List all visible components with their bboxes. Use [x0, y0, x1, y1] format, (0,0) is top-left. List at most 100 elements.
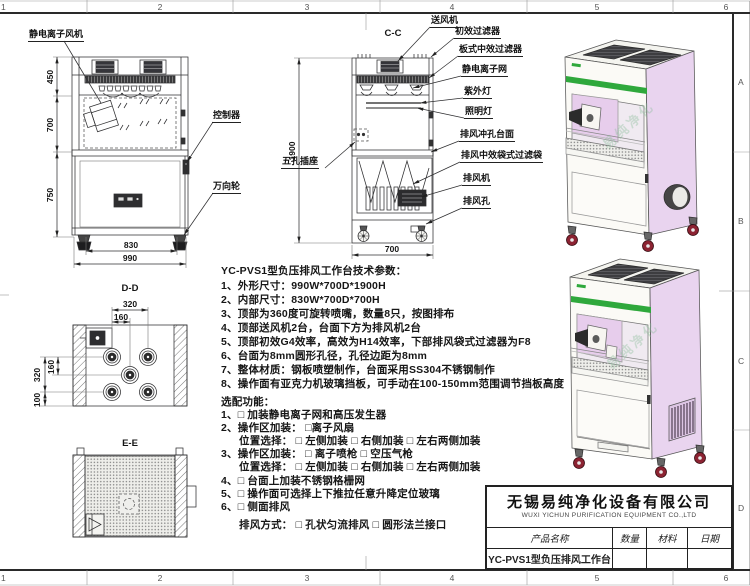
logo-mark — [576, 284, 586, 289]
spec-line: 8、操作面有亚克力机玻璃挡板，可手动在100-150mm范围调节挡板高度 — [221, 378, 565, 390]
interior-nozzle-icon — [569, 103, 602, 131]
spec-option: 排风方式： □ 孔状匀流排风 □ 圆形法兰接口 — [239, 519, 447, 531]
spec-line: 3、顶部为360度可旋转喷嘴，数量8只，按图排布 — [221, 308, 455, 320]
zone-side-d: D — [738, 503, 745, 513]
label-bag-filter: 排风中效袋式过滤袋 — [460, 150, 544, 163]
zone-top-1: 1 — [1, 2, 6, 12]
exhaust-fan-icon — [397, 189, 427, 207]
top-grille-icon — [582, 44, 646, 60]
nozzle-row — [98, 85, 162, 98]
spec-line: 1、外形尺寸：990W*700D*1900H — [221, 280, 386, 292]
dimensions: 450 700 750 830 990 1900 700 320 160 320… — [32, 56, 434, 407]
zone-top-2: 2 — [157, 2, 163, 12]
brand-stripe — [566, 76, 647, 94]
ee-fan-box — [85, 513, 105, 536]
spec-option: 4、□ 台面上加装不锈钢格栅网 — [221, 475, 366, 487]
top-grille-icon — [623, 268, 685, 285]
ee-center-port — [118, 493, 140, 515]
spec-line: 6、台面为8mm圆形孔径，孔径边距为8mm — [221, 350, 428, 362]
cc-table-top — [351, 149, 434, 157]
zone-top-5: 5 — [594, 2, 600, 12]
spec-line: 4、顶部送风机2台，台面下方为排风机2台 — [221, 322, 422, 334]
table-top — [71, 149, 189, 157]
company-name-cn: 无锡易纯净化设备有限公司 — [506, 494, 711, 511]
spec-title: YC-PVS1型负压排风工作台技术参数： — [221, 265, 407, 277]
dim-1900: 1900 — [287, 141, 297, 160]
qty-cell — [612, 548, 646, 568]
zone-bottom-4: 4 — [449, 573, 455, 583]
dim-750: 750 — [45, 188, 55, 202]
spec-line: 2、内部尺寸：830W*700D*700H — [221, 294, 380, 306]
cc-inlet-ticks — [357, 54, 427, 58]
iso-view-bottom: 易纯净化 — [569, 258, 706, 478]
socket-icon — [353, 128, 369, 142]
label-controller: 控制器 — [212, 110, 242, 123]
brand-stripe — [571, 296, 651, 313]
section-view-dd — [72, 324, 188, 407]
spec-line: 7、整体材质：钢板喷塑制作，台面采用SS304不锈钢制作 — [221, 364, 495, 376]
dim-830: 830 — [124, 240, 138, 250]
dim-dd-100-left: 100 — [32, 393, 42, 407]
controller-box-icon — [182, 159, 190, 175]
spec-line: 5、顶部初效G4效率，高效为H14效率，下部排风袋式过滤器为F8 — [221, 336, 531, 348]
control-panel-icon — [113, 193, 143, 208]
spec-options-title: 选配功能： — [221, 396, 275, 408]
cc-caster-left — [357, 225, 370, 242]
zone-top-6: 6 — [723, 2, 729, 12]
spec-option: 位置选择： □ 左侧加装 □ 右侧加装 □ 左右两侧加装 — [239, 461, 481, 473]
cc-nozzles — [359, 84, 424, 96]
label-uv-lamp: 紫外灯 — [463, 86, 493, 99]
view-title-ee: E-E — [122, 438, 138, 449]
top-grille-icon — [587, 263, 649, 280]
dim-450: 450 — [45, 70, 55, 84]
caster-3d-icons — [573, 444, 706, 478]
dim-990: 990 — [123, 253, 137, 263]
dd-nozzle-2 — [139, 348, 157, 366]
zone-side-b: B — [738, 216, 744, 226]
label-ion-net: 静电离子网 — [461, 64, 509, 77]
view-title-cc: C-C — [385, 28, 402, 39]
dim-dd-320-top: 320 — [123, 299, 137, 309]
zone-bottom-3: 3 — [304, 573, 310, 583]
section-view-ee — [72, 447, 197, 538]
col-header-date: 日期 — [687, 527, 731, 548]
spec-option: 5、□ 操作面可选择上下推拉任意升降定位玻璃 — [221, 488, 440, 500]
iso-view-top: 易纯净化 — [564, 39, 699, 252]
static-ion-fan-unit — [82, 99, 119, 133]
zone-top-4: 4 — [449, 2, 455, 12]
dim-dd-160-left: 160 — [46, 360, 56, 374]
dim-dd-320-left: 320 — [32, 368, 42, 382]
product-name-cell: YC-PVS1型负压排风工作台 — [487, 548, 612, 568]
spec-option: 3、操作区加装： □ 离子喷枪 □ 空压气枪 — [221, 448, 414, 460]
label-light-lamp: 照明灯 — [464, 106, 494, 119]
label-perforated-top: 排风冲孔台面 — [459, 129, 516, 142]
zone-side-a: A — [738, 77, 744, 87]
col-header-qty: 数量 — [612, 527, 646, 548]
front-view — [71, 56, 190, 251]
spec-option: 6、□ 侧面排风 — [221, 501, 291, 513]
col-header-product: 产品名称 — [487, 527, 612, 548]
label-exhaust-fan: 排风机 — [462, 173, 492, 186]
base-tray — [576, 436, 651, 453]
ee-side-tab — [186, 485, 197, 508]
dd-nozzle-4 — [103, 383, 121, 401]
col-header-material: 材料 — [646, 527, 687, 548]
section-view-cc — [351, 54, 434, 244]
dim-dd-160-top: 160 — [114, 312, 128, 322]
dd-nozzle-3 — [121, 366, 139, 384]
side-exhaust-hole-icon — [663, 184, 691, 210]
label-static-ion-fan: 静电离子风机 — [28, 29, 85, 42]
zone-bottom-1: 1 — [1, 573, 6, 583]
dd-nozzle-1 — [103, 348, 121, 366]
spec-option: 2、操作区加装： □离子风扇 — [221, 422, 355, 434]
cc-supply-fan-icon — [376, 59, 404, 74]
dim-cc-700: 700 — [385, 244, 399, 254]
label-exhaust-hole: 排风孔 — [462, 196, 492, 209]
zone-bottom-5: 5 — [594, 573, 600, 583]
filter-band — [84, 75, 176, 84]
view-title-dd: D-D — [122, 283, 139, 294]
leader-lines — [63, 26, 465, 236]
